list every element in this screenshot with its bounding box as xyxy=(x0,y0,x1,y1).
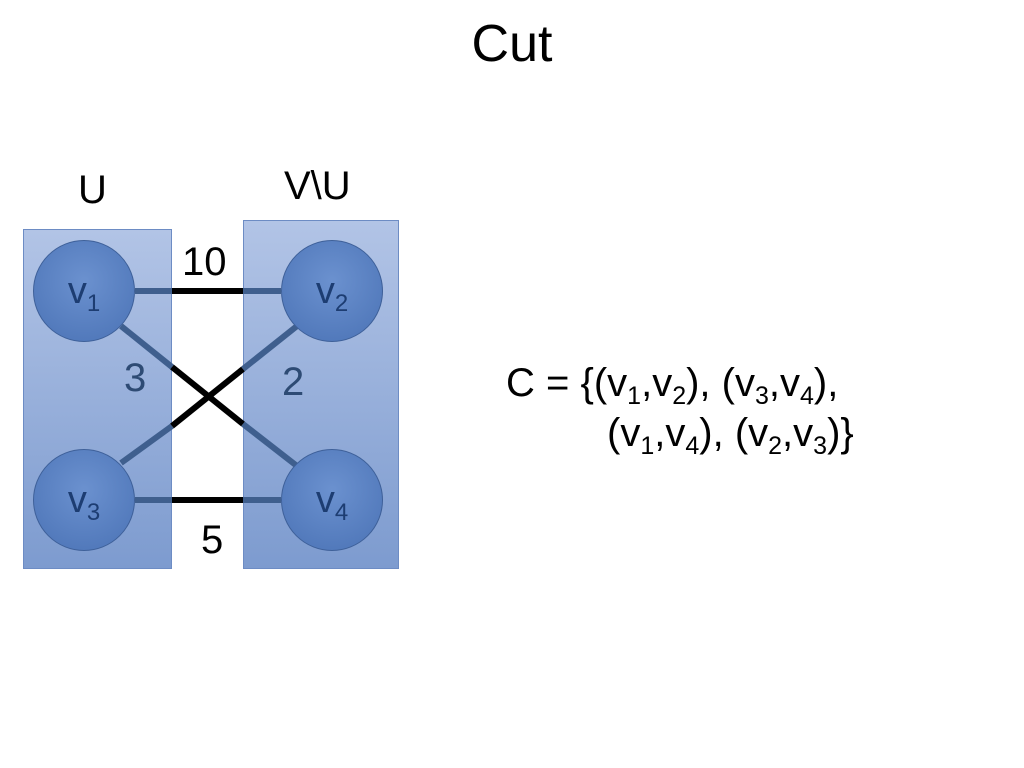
set-label-v-minus-u: V\U xyxy=(284,164,351,208)
edge-weight-v3-v2: 2 xyxy=(282,360,305,404)
edge-weight-v1-v2: 10 xyxy=(182,240,227,284)
edge-v1-v4-inside-right xyxy=(241,421,299,469)
page-title: Cut xyxy=(471,15,553,73)
node-v4: v4 xyxy=(281,449,383,551)
node-v1: v1 xyxy=(33,240,135,342)
node-v2: v2 xyxy=(281,240,383,342)
edge-weight-v3-v4: 5 xyxy=(201,518,224,562)
edge-v3-v2-cut xyxy=(170,366,245,429)
edge-v1-v4-inside-left xyxy=(119,323,174,370)
edge-weight-v1-v4: 3 xyxy=(124,356,147,400)
edge-v3-v2-inside-left xyxy=(119,423,174,466)
node-v3: v3 xyxy=(33,449,135,551)
edge-v3-v2-inside-right xyxy=(241,323,299,372)
cut-set-expression: C = {(v1,v2), (v3,v4), (v1,v4), (v2,v3)} xyxy=(506,358,854,460)
cut-set-line-2: (v1,v4), (v2,v3)} xyxy=(607,411,854,460)
cut-set-line-1: C = {(v1,v2), (v3,v4), xyxy=(506,361,839,410)
set-label-u: U xyxy=(78,168,107,212)
